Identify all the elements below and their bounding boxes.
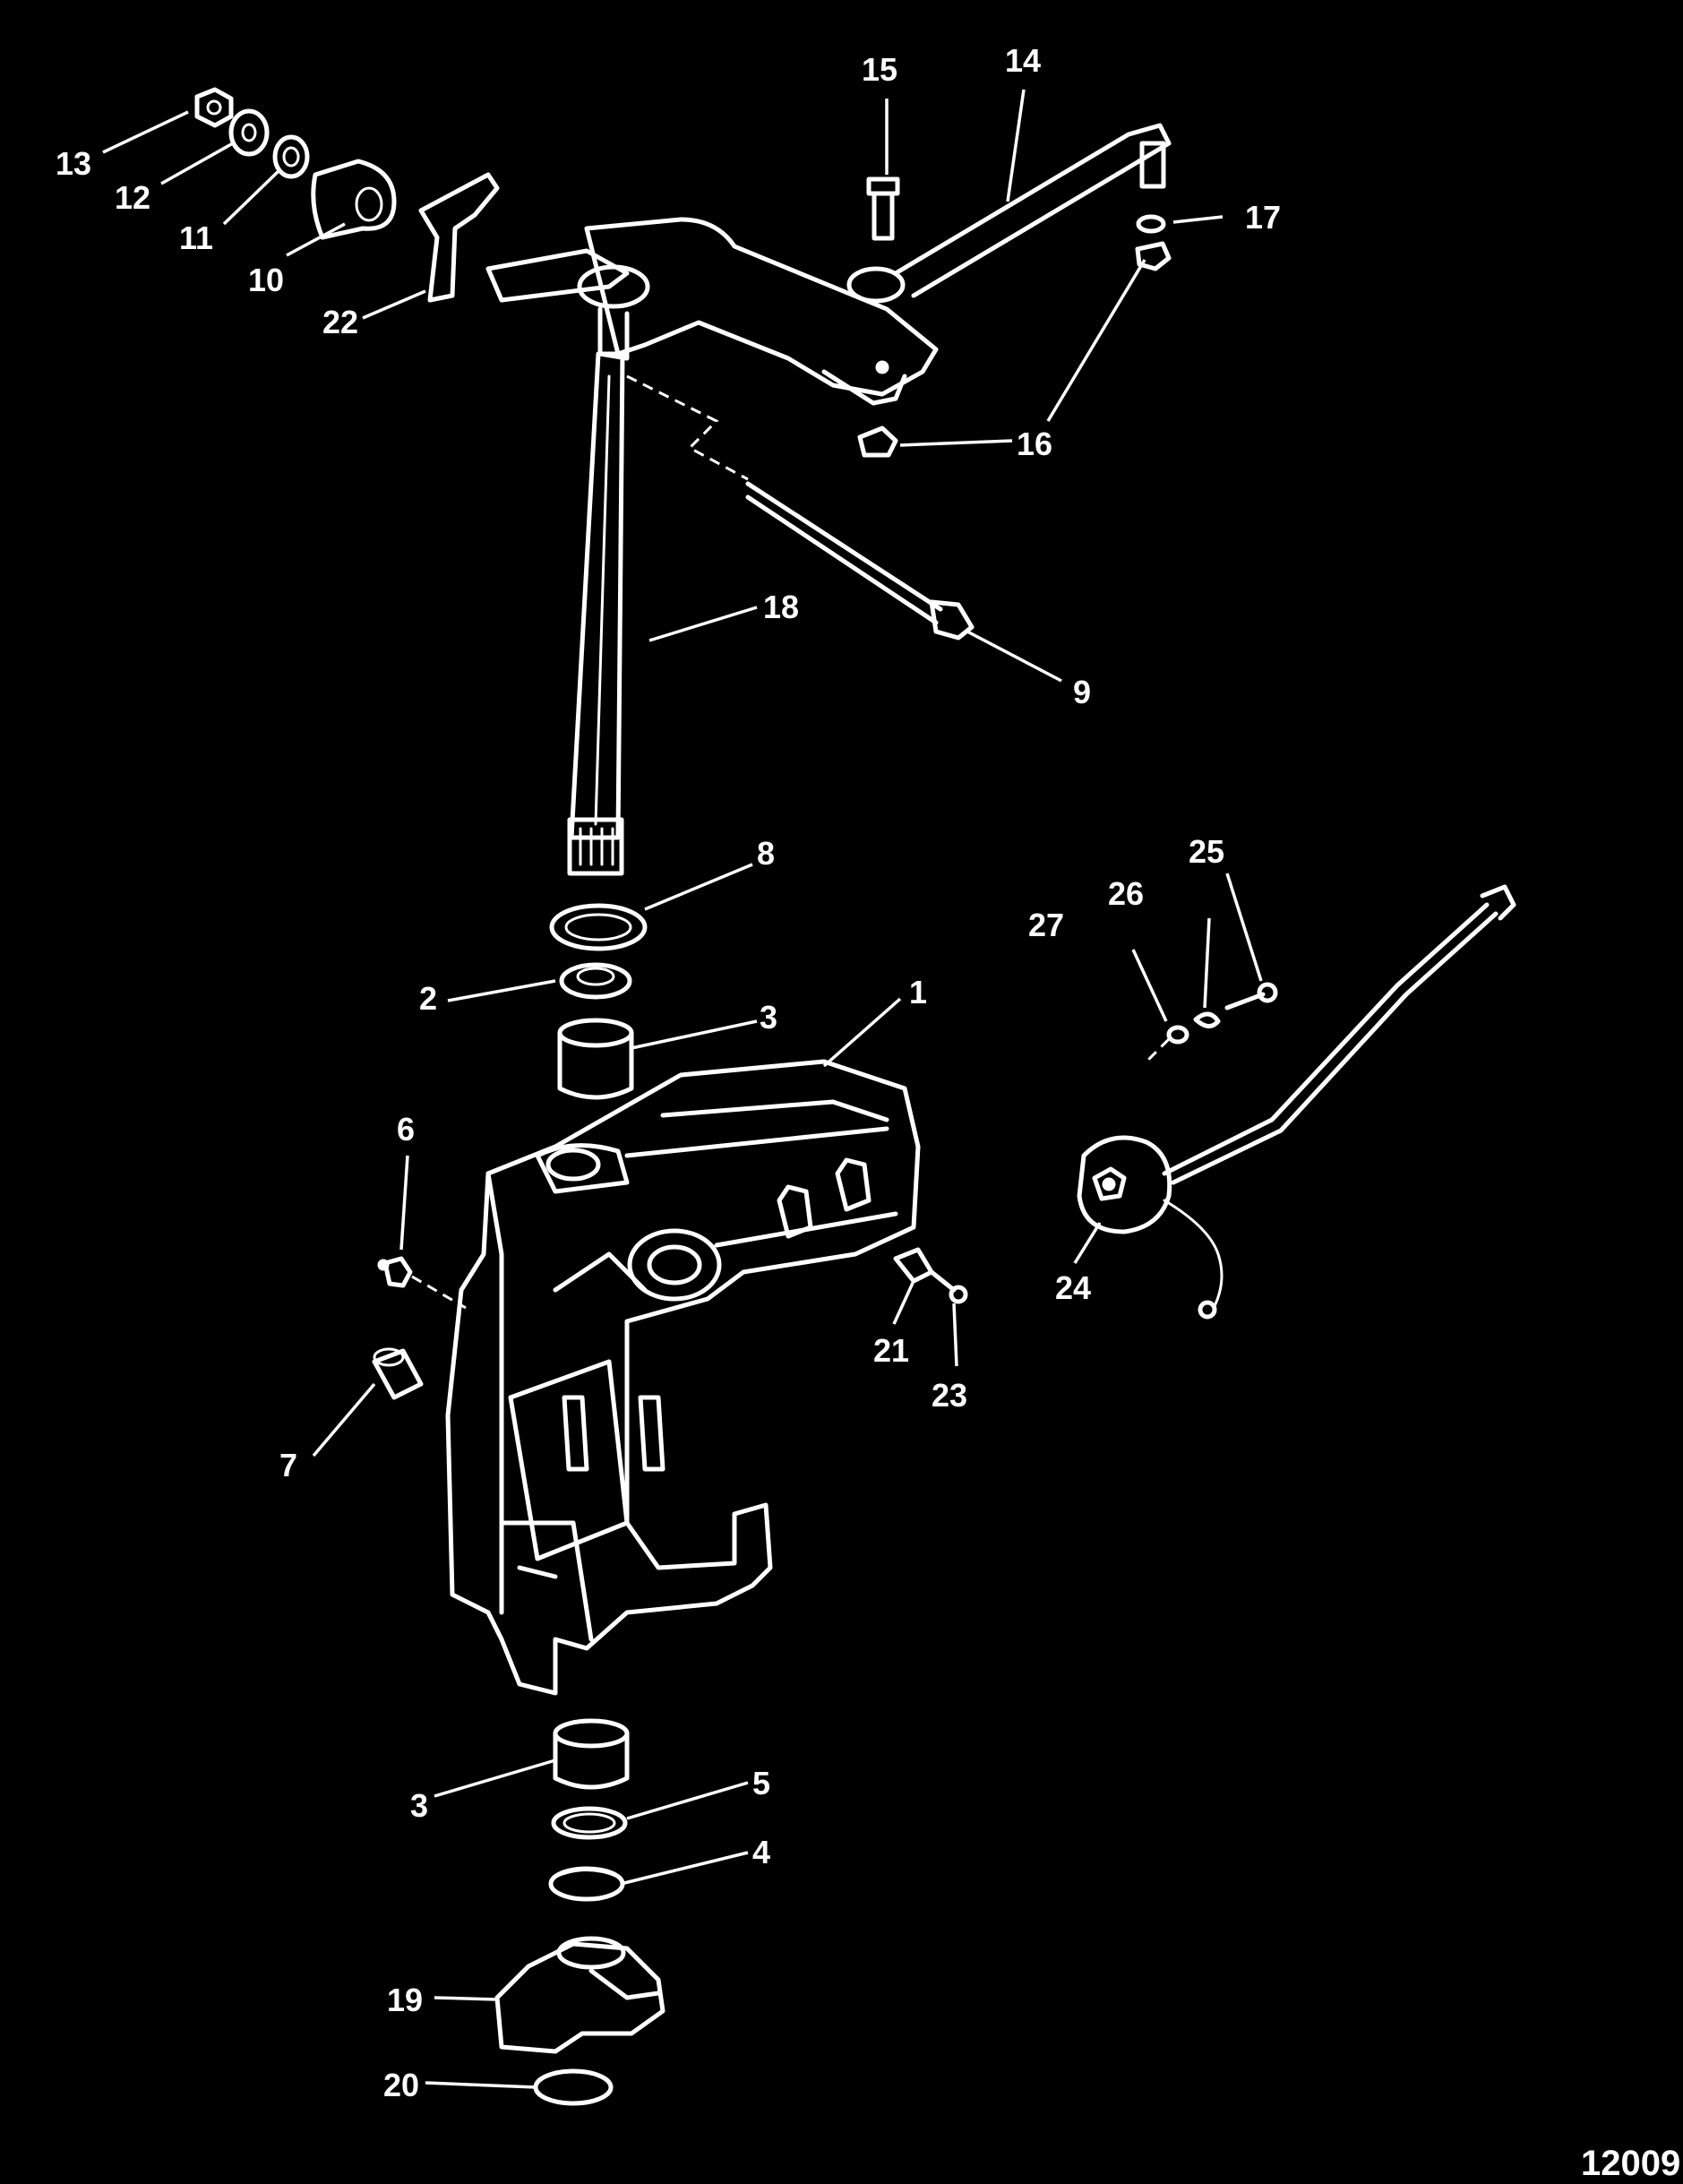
callout-13: 13: [56, 145, 91, 182]
callout-20: 20: [383, 2067, 419, 2103]
callout-7: 7: [279, 1447, 297, 1483]
part-washer-11: [272, 134, 310, 179]
part-bushing-7: [372, 1347, 424, 1400]
part-nut-16-upper: [1135, 241, 1172, 271]
callout-22: 22: [322, 304, 358, 340]
part-bushing-10: [311, 159, 397, 240]
part-ring-20: [533, 2068, 614, 2106]
callout-1: 1: [909, 974, 927, 1010]
part-clip-21: [893, 1247, 934, 1284]
callout-23: 23: [932, 1377, 967, 1414]
callout-11: 11: [179, 219, 213, 256]
part-bolt-9: [745, 481, 975, 641]
callout-15: 15: [862, 51, 897, 88]
part-washer-17: [1136, 214, 1166, 234]
part-ring-5: [551, 1806, 628, 1840]
callout-5: 5: [752, 1765, 770, 1801]
callout-9: 9: [1073, 674, 1091, 710]
callout-4: 4: [752, 1834, 770, 1870]
part-link-14: [846, 123, 1172, 304]
callout-25: 25: [1189, 833, 1224, 870]
part-screw-25: [1224, 982, 1278, 1010]
part-ring-4: [548, 1866, 625, 1902]
part-bolt-15: [866, 176, 900, 241]
part-bushing-3-lower: [553, 1718, 630, 1790]
callout-2: 2: [419, 980, 437, 1017]
callout-3-upper: 3: [760, 999, 777, 1036]
part-washer-12: [228, 108, 270, 157]
callout-18: 18: [763, 589, 799, 625]
callout-10: 10: [248, 262, 284, 298]
dashed-alignment-line-6: [411, 1275, 467, 1310]
callout-14: 14: [1005, 42, 1041, 79]
dashed-alignment-line-24: [1145, 1037, 1171, 1063]
part-washer-2: [559, 962, 632, 1000]
dashed-alignment-line-9: [626, 374, 749, 481]
callout-17: 17: [1245, 199, 1281, 236]
part-fitting-6: [377, 1256, 413, 1288]
part-yoke-19: [494, 1936, 665, 2054]
part-washer-27: [1166, 1025, 1189, 1045]
callout-3-lower: 3: [410, 1787, 428, 1824]
callout-27: 27: [1028, 907, 1064, 943]
callout-24: 24: [1055, 1269, 1091, 1306]
figure-number: 12009: [1581, 2144, 1680, 2183]
part-nut-16-lower: [857, 426, 898, 458]
part-seal-8: [549, 903, 648, 951]
callout-21: 21: [873, 1332, 909, 1369]
part-nut-13: [194, 87, 234, 128]
part-bracket-22: [418, 172, 500, 303]
callout-6: 6: [397, 1111, 415, 1148]
callout-19: 19: [387, 1982, 423, 2018]
part-washer-26: [1193, 1011, 1221, 1028]
callout-8: 8: [757, 835, 775, 872]
leader-lines: [102, 89, 1263, 2089]
part-swivel-bracket-1: [445, 1059, 921, 1696]
part-sensor-24: [1077, 884, 1516, 1320]
part-steering-arm: [485, 217, 939, 406]
callout-26: 26: [1108, 875, 1144, 912]
part-bushing-3-upper: [557, 1018, 634, 1100]
callout-12: 12: [115, 179, 150, 216]
part-steering-tube-18: [567, 351, 625, 876]
part-screw-23: [929, 1269, 968, 1304]
callout-16-upper: 16: [1017, 426, 1052, 462]
